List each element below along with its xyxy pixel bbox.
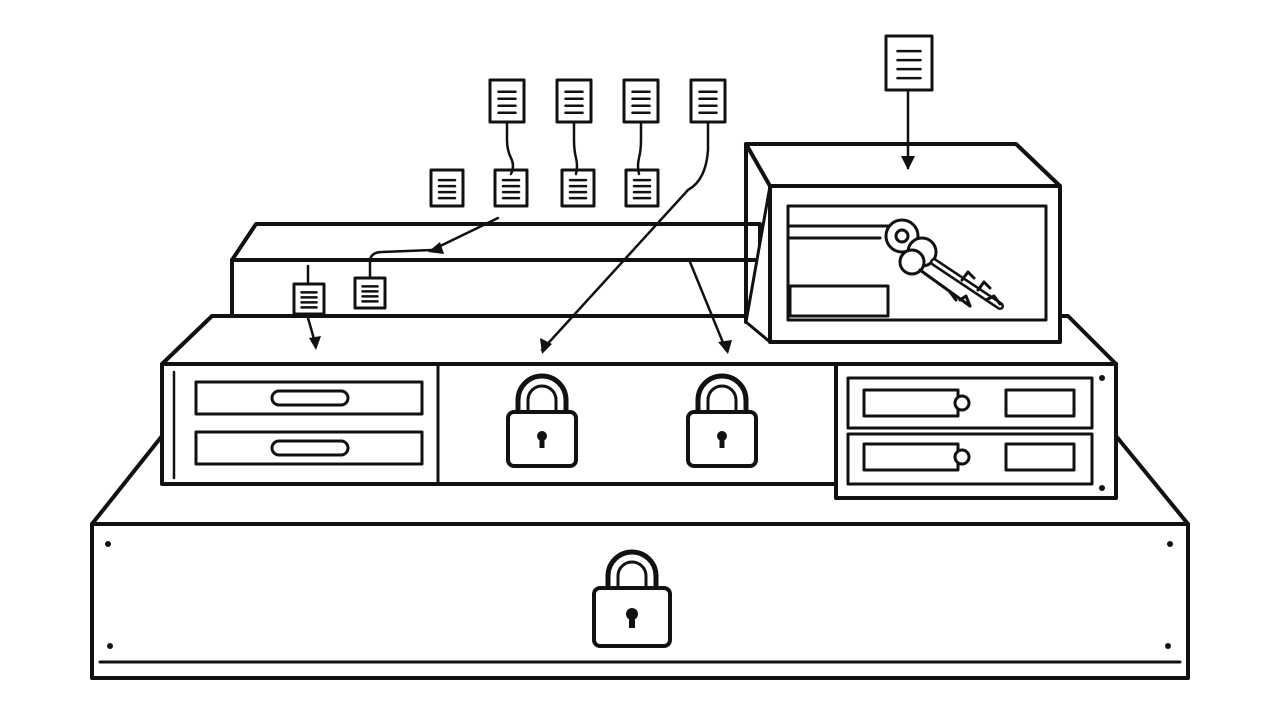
document-icon — [353, 276, 387, 310]
arrow-icon — [540, 338, 552, 354]
document-icon — [493, 168, 529, 208]
document-icon — [622, 78, 660, 124]
document-icon — [884, 34, 934, 92]
document-icon — [555, 78, 593, 124]
padlock-icon — [506, 373, 578, 468]
arrow-icon — [428, 242, 444, 254]
arrow-heads — [309, 156, 915, 354]
arrow-icon — [309, 336, 321, 350]
document-icon — [429, 168, 465, 208]
arrow-icon — [718, 340, 732, 354]
document-icon — [624, 168, 660, 208]
document-icon — [488, 78, 526, 124]
arrow-icon — [901, 156, 915, 170]
document-icon — [560, 168, 596, 208]
base-rivets — [105, 541, 1173, 649]
connector-lines — [306, 90, 910, 352]
document-icon — [689, 78, 727, 124]
cabinet-unit-right — [834, 362, 1118, 500]
document-icons — [292, 34, 934, 316]
padlock-icon — [592, 549, 672, 648]
padlock-icon — [686, 373, 758, 468]
drawer-unit-left — [194, 380, 424, 466]
key-icon — [898, 248, 972, 308]
document-icon — [292, 282, 326, 316]
